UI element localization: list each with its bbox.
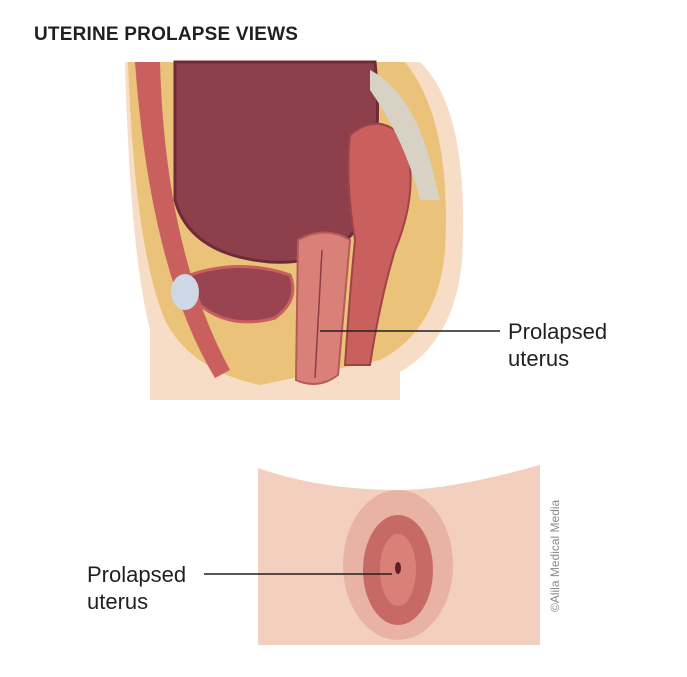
sagittal-prolapsed-uterus-label: Prolapsed uterus bbox=[508, 318, 607, 372]
external-view-illustration bbox=[258, 465, 540, 645]
label-line-1: Prolapsed bbox=[508, 319, 608, 344]
sagittal-view-illustration bbox=[125, 60, 464, 400]
label-line-2: uterus bbox=[87, 589, 149, 614]
label-line-1: Prolapsed bbox=[87, 562, 187, 587]
copyright-text: ©Alila Medical Media bbox=[548, 499, 562, 612]
label-line-2: uterus bbox=[508, 346, 570, 371]
figure-title: UTERINE PROLAPSE VIEWS bbox=[34, 24, 299, 45]
external-prolapsed-uterus-label: Prolapsed uterus bbox=[87, 561, 186, 615]
